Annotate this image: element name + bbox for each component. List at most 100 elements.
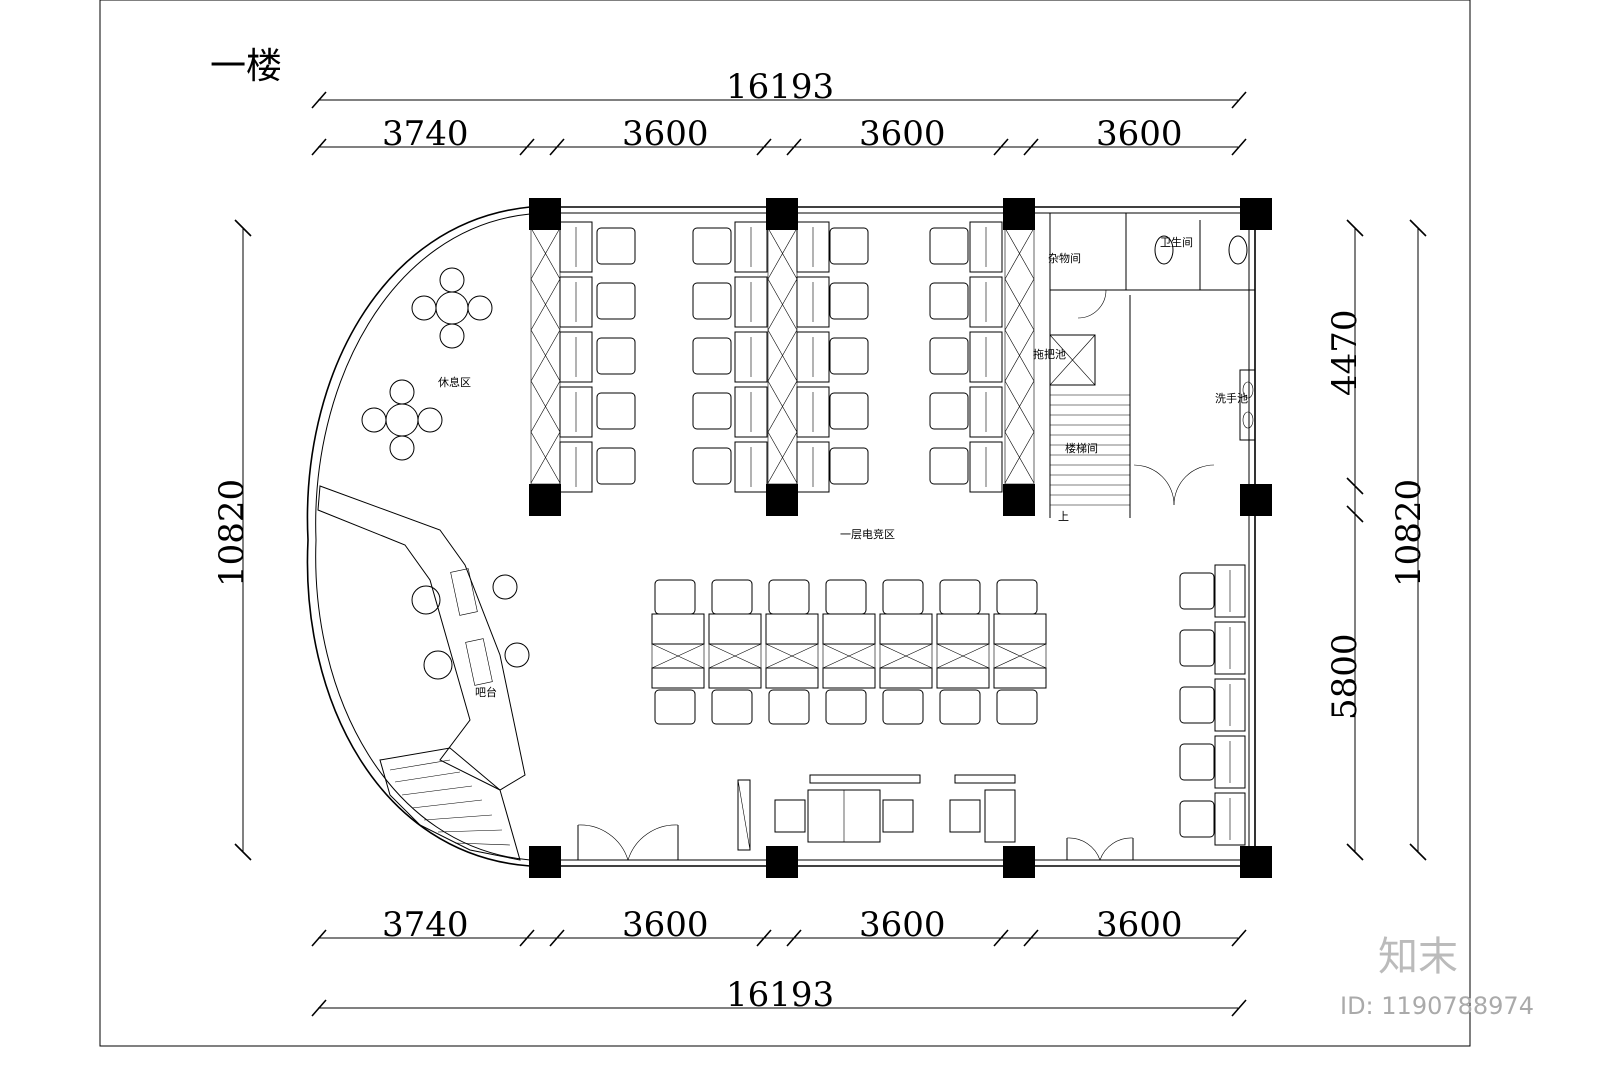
desk xyxy=(1214,621,1246,675)
watermark: 知末 ID: 1190788974 xyxy=(1340,934,1534,1020)
hatch xyxy=(993,643,1047,669)
gaming-chair xyxy=(596,447,636,485)
hatch xyxy=(767,380,798,433)
bottom-total-dimension: 16193 xyxy=(726,975,834,1015)
gaming-chair xyxy=(596,392,636,430)
central-esports-desks xyxy=(651,579,1047,725)
hatch xyxy=(530,227,561,280)
desk xyxy=(936,667,990,689)
desk xyxy=(969,221,1003,273)
desk xyxy=(765,667,819,689)
hatch xyxy=(765,643,819,669)
gaming-chair xyxy=(711,689,753,725)
drawing-frame xyxy=(99,0,1471,1047)
column xyxy=(1003,846,1035,878)
hatch xyxy=(1004,329,1035,382)
hatch xyxy=(1004,380,1035,433)
cabinet-strip xyxy=(530,227,561,485)
gaming-chair xyxy=(939,689,981,725)
gaming-chair xyxy=(829,227,869,265)
upper-esports-desks xyxy=(530,221,1035,493)
gaming-chair xyxy=(1179,743,1215,781)
floor-title: 一楼 xyxy=(210,46,282,87)
column xyxy=(1240,846,1272,878)
column xyxy=(1240,484,1272,516)
desk xyxy=(822,613,876,645)
hatch xyxy=(767,278,798,331)
chair xyxy=(411,295,437,321)
gaming-chair xyxy=(654,579,696,615)
label-toilet: 卫生间 xyxy=(1160,235,1193,249)
hatch xyxy=(651,643,705,669)
desk xyxy=(651,667,705,689)
gaming-chair xyxy=(1179,572,1215,610)
desk xyxy=(734,386,768,438)
gaming-chair xyxy=(825,689,867,725)
bottom-dimension-2: 3600 xyxy=(622,905,709,945)
hatch xyxy=(822,643,876,669)
column xyxy=(1003,198,1035,230)
hatch xyxy=(530,380,561,433)
chair xyxy=(439,323,465,349)
desk xyxy=(734,331,768,383)
right-lower-dimension: 5800 xyxy=(1325,633,1365,720)
bottom-dimension-3: 3600 xyxy=(859,905,946,945)
desk xyxy=(708,667,762,689)
gaming-chair xyxy=(596,282,636,320)
label-bar: 吧台 xyxy=(475,685,497,699)
bottom-dimensions: 3740 3600 3600 3600 16193 xyxy=(311,905,1247,1017)
gaming-chair xyxy=(692,227,732,265)
gaming-chair xyxy=(882,689,924,725)
hatch xyxy=(767,431,798,484)
desk xyxy=(993,667,1047,689)
gaming-chair xyxy=(1179,686,1215,724)
hatch xyxy=(530,278,561,331)
top-dimension-4: 3600 xyxy=(1096,114,1183,154)
bottom-dimension-1: 3740 xyxy=(382,905,469,945)
desk xyxy=(1214,735,1246,789)
label-storage: 杂物间 xyxy=(1048,251,1081,265)
top-dimensions: 16193 3740 3600 3600 3600 xyxy=(311,67,1247,156)
desk xyxy=(1214,678,1246,732)
watermark-id: ID: 1190788974 xyxy=(1340,992,1534,1020)
hatch xyxy=(530,329,561,382)
top-dimension-3: 3600 xyxy=(859,114,946,154)
gaming-chair xyxy=(929,337,969,375)
left-total-dimension: 10820 xyxy=(212,479,252,587)
hatch xyxy=(530,431,561,484)
squat-toilet xyxy=(1228,235,1248,265)
desk xyxy=(734,221,768,273)
desk xyxy=(708,613,762,645)
hatch xyxy=(1004,227,1035,280)
right-dimensions: 4470 5800 10820 xyxy=(1325,219,1429,861)
desk xyxy=(1214,564,1246,618)
top-dimension-2: 3600 xyxy=(622,114,709,154)
chair xyxy=(439,267,465,293)
chair xyxy=(361,407,387,433)
top-dimension-1: 3740 xyxy=(382,114,469,154)
desk xyxy=(936,613,990,645)
hatch xyxy=(1004,278,1035,331)
desk xyxy=(734,441,768,493)
label-esports-area: 一层电竞区 xyxy=(840,527,895,541)
desk xyxy=(969,331,1003,383)
desk xyxy=(765,613,819,645)
entrance-doors xyxy=(577,824,1134,861)
columns xyxy=(529,198,1272,878)
left-dimension: 10820 xyxy=(212,219,252,861)
gaming-chair xyxy=(692,282,732,320)
gaming-chair xyxy=(882,579,924,615)
column xyxy=(1003,484,1035,516)
label-mop-sink: 拖把池 xyxy=(1033,347,1066,361)
gaming-chair xyxy=(768,689,810,725)
gaming-chair xyxy=(929,282,969,320)
bottom-dimension-4: 3600 xyxy=(1096,905,1183,945)
label-up: 上 xyxy=(1058,510,1069,523)
hatch xyxy=(708,643,762,669)
round-table xyxy=(435,291,469,325)
desk xyxy=(651,613,705,645)
hatch xyxy=(767,227,798,280)
desk xyxy=(1214,792,1246,846)
cabinet-strip xyxy=(1004,227,1035,485)
